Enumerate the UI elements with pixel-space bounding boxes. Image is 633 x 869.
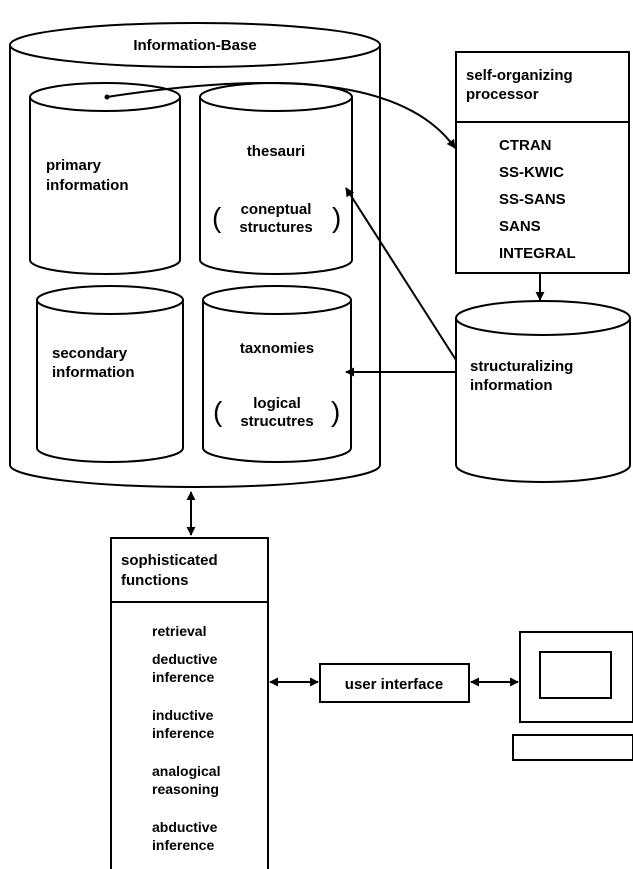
thesauri-paren-open: ( (212, 202, 222, 233)
processor-item: SS-KWIC (499, 164, 564, 181)
processor-title-2: processor (466, 86, 539, 103)
taxonomies-paren-close: ) (331, 396, 340, 427)
thesauri-cylinder: thesauri ( coneptual structures ) (199, 82, 353, 275)
processor-item: SS-SANS (499, 191, 566, 208)
taxonomies-sub-2: strucutres (240, 413, 313, 430)
functions-title-1: sophisticated (121, 552, 218, 569)
function-item: analogical (152, 763, 220, 779)
thesauri-sub-1: coneptual (241, 201, 312, 218)
sophisticated-functions-box: sophisticated functions retrieval deduct… (110, 537, 269, 869)
arrow-structuralizing-to-thesauri (345, 187, 457, 361)
taxonomies-cylinder: taxnomies ( logical strucutres ) (202, 285, 352, 463)
thesauri-paren-close: ) (332, 202, 341, 233)
information-base-title: Information-Base (133, 37, 256, 54)
function-item: inference (152, 725, 214, 741)
structuralizing-label-2: information (470, 377, 553, 394)
functions-title-2: functions (121, 572, 189, 589)
taxonomies-paren-open: ( (213, 396, 223, 427)
processor-item: CTRAN (499, 137, 552, 154)
processor-item: SANS (499, 218, 541, 235)
processor-title-1: self-organizing (466, 67, 573, 84)
function-item: inference (152, 837, 214, 853)
structuralizing-label-1: structuralizing (470, 358, 573, 375)
primary-label-2: information (46, 177, 129, 194)
thesauri-title: thesauri (247, 143, 305, 160)
arrow-primary-to-processor (106, 81, 456, 149)
thesauri-sub-2: structures (239, 219, 312, 236)
function-item: deductive (152, 651, 218, 667)
primary-label-1: primary (46, 157, 102, 174)
processor-item: INTEGRAL (499, 245, 576, 262)
function-item: abductive (152, 819, 218, 835)
function-item: reasoning (152, 781, 219, 797)
computer-terminal-icon (512, 631, 633, 761)
self-organizing-processor-box: self-organizing processor CTRAN SS-KWIC … (455, 51, 630, 274)
secondary-label-1: secondary (52, 345, 128, 362)
user-interface-label: user interface (345, 676, 443, 693)
user-interface-box: user interface (319, 663, 470, 703)
structuralizing-information-cylinder: structuralizing information (455, 300, 631, 483)
secondary-label-2: information (52, 364, 135, 381)
function-item: inductive (152, 707, 214, 723)
primary-information-cylinder: primary information (29, 82, 181, 275)
taxonomies-title: taxnomies (240, 340, 314, 357)
taxonomies-sub-1: logical (253, 395, 301, 412)
secondary-information-cylinder: secondary information (36, 285, 184, 463)
function-item: retrieval (152, 623, 206, 639)
function-item: inference (152, 669, 214, 685)
